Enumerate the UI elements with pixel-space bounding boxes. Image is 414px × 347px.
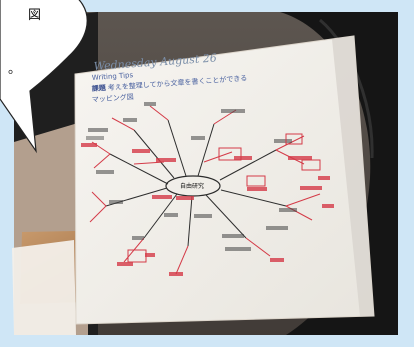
left-bottom-paper — [12, 240, 76, 335]
paper-method-label: マッピング図 — [92, 92, 135, 104]
mind-map-center-label: 自由研究 — [180, 182, 204, 190]
mind-map-red-boxes — [127, 133, 321, 263]
mind-map-red-lines — [89, 105, 321, 275]
speech-bubble-line-2: 。 — [8, 62, 21, 77]
mind-map-dark-notes — [86, 102, 297, 251]
mind-map-red-notes — [81, 143, 334, 276]
mind-map-black-lines — [105, 119, 287, 247]
mind-map: 自由研究 — [81, 102, 334, 276]
paper-task-label: 課題 — [92, 83, 108, 93]
chair-highlight — [319, 18, 374, 159]
speech-bubble-line-1: 図 — [28, 8, 41, 23]
paper-subtitle: Writing Tips — [92, 71, 134, 82]
paper-edge-shadow — [332, 36, 374, 316]
speech-bubble: 図 。 — [0, 0, 88, 154]
